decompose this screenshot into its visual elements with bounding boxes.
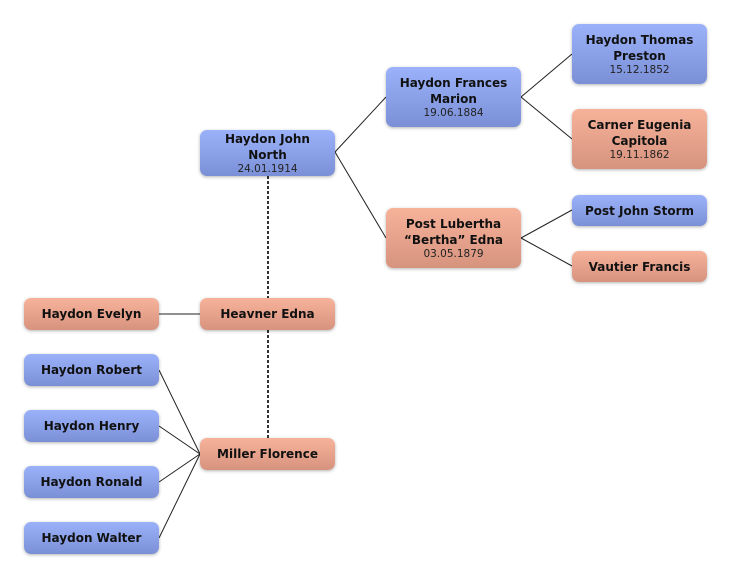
link-miller-robert	[158, 369, 201, 455]
person-date: 03.05.1879	[423, 247, 484, 260]
person-name: Haydon Evelyn	[41, 307, 142, 321]
link-frances-carner	[520, 96, 573, 140]
person-name: Vautier Francis	[588, 259, 691, 274]
person-name: Haydon Walter	[41, 531, 142, 545]
person-node-haydon-frances-marion[interactable]: Haydon Frances Marion 19.06.1884	[386, 67, 521, 127]
person-node-haydon-john-north[interactable]: Haydon John North 24.01.1914	[200, 130, 335, 176]
person-node-haydon-robert[interactable]: Haydon Robert	[24, 354, 159, 386]
person-name: Haydon John North	[225, 131, 310, 162]
person-name: Post John Storm	[584, 203, 695, 218]
person-name: Haydon Ronald	[40, 475, 143, 489]
person-name: Miller Florence	[217, 447, 318, 461]
link-miller-ronald	[158, 453, 201, 483]
link-miller-henry	[158, 425, 201, 455]
person-node-vautier-francis[interactable]: Vautier Francis	[572, 251, 707, 282]
person-node-haydon-evelyn[interactable]: Haydon Evelyn	[24, 298, 159, 330]
person-node-haydon-henry[interactable]: Haydon Henry	[24, 410, 159, 442]
person-node-haydon-walter[interactable]: Haydon Walter	[24, 522, 159, 554]
person-node-post-john-storm[interactable]: Post John Storm	[572, 195, 707, 226]
person-node-miller-florence[interactable]: Miller Florence	[200, 438, 335, 470]
person-name: Haydon Thomas Preston	[585, 32, 694, 63]
person-name: Carner Eugenia Capitola	[587, 117, 692, 148]
person-node-haydon-ronald[interactable]: Haydon Ronald	[24, 466, 159, 498]
link-john-frances	[334, 96, 387, 153]
link-post-vautier	[520, 237, 573, 267]
link-frances-thomas	[520, 53, 573, 98]
person-name: Haydon Frances Marion	[399, 75, 508, 106]
person-date: 24.01.1914	[237, 162, 298, 175]
person-name: Heavner Edna	[220, 307, 315, 321]
link-post-storm	[520, 209, 573, 239]
link-john-post	[334, 151, 387, 239]
person-node-carner-eugenia-capitola[interactable]: Carner Eugenia Capitola 19.11.1862	[572, 109, 707, 169]
person-date: 19.11.1862	[609, 148, 670, 161]
person-date: 19.06.1884	[423, 106, 484, 119]
person-node-heavner-edna[interactable]: Heavner Edna	[200, 298, 335, 330]
person-node-haydon-thomas-preston[interactable]: Haydon Thomas Preston 15.12.1852	[572, 24, 707, 84]
link-miller-walter	[158, 453, 201, 539]
person-name: Haydon Henry	[43, 419, 140, 433]
person-date: 15.12.1852	[609, 63, 670, 76]
person-name: Haydon Robert	[40, 363, 142, 377]
person-node-post-lubertha[interactable]: Post Lubertha “Bertha” Edna 03.05.1879	[386, 208, 521, 268]
person-name: Post Lubertha “Bertha” Edna	[404, 216, 503, 247]
